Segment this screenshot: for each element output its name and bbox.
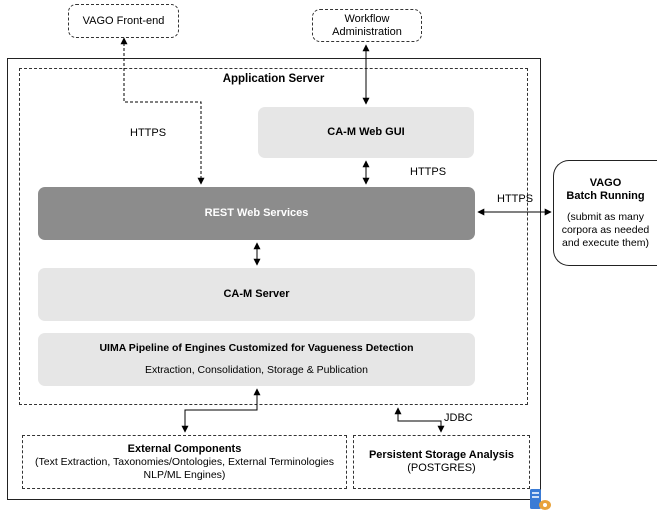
outer-frame bbox=[7, 58, 541, 500]
https-batch-label: HTTPS bbox=[497, 193, 534, 205]
cam-web-gui-box[interactable]: CA-M Web GUI bbox=[258, 107, 474, 158]
vago-frontend-label: VAGO Front-end bbox=[82, 14, 165, 27]
cam-server-label: CA-M Server bbox=[223, 288, 290, 300]
persistent-storage-subtitle: (POSTGRES) bbox=[407, 462, 476, 474]
vago-batch-subtitle: (submit as many corpora as needed and ex… bbox=[561, 210, 650, 249]
application-server-region bbox=[19, 68, 528, 405]
vago-batch-title: VAGO Batch Running bbox=[566, 176, 645, 202]
https-gui-label: HTTPS bbox=[410, 166, 447, 178]
frontend-rest-connector bbox=[120, 37, 205, 185]
external-components-title: External Components bbox=[127, 442, 242, 455]
vago-batch-box[interactable]: VAGO Batch Running (submit as many corpo… bbox=[553, 160, 657, 266]
cam-server-box[interactable]: CA-M Server bbox=[38, 268, 475, 321]
vago-frontend-box[interactable]: VAGO Front-end bbox=[68, 4, 179, 38]
workflow-admin-label: Workflow Administration bbox=[332, 12, 402, 38]
rest-web-services-label: REST Web Services bbox=[204, 207, 309, 219]
persistent-storage-title: Persistent Storage Analysis bbox=[368, 449, 515, 461]
uima-external-connector bbox=[181, 388, 261, 433]
jdbc-label: JDBC bbox=[444, 412, 473, 424]
appserver-storage-connector bbox=[394, 407, 445, 433]
database-server-icon bbox=[530, 489, 551, 510]
rest-web-services-box[interactable]: REST Web Services bbox=[38, 187, 475, 240]
cam-web-gui-label: CA-M Web GUI bbox=[327, 126, 405, 138]
uima-pipeline-box[interactable]: UIMA Pipeline of Engines Customized for … bbox=[38, 333, 475, 386]
workflow-admin-box[interactable]: Workflow Administration bbox=[312, 9, 422, 42]
external-components-subtitle: (Text Extraction, Taxonomies/Ontologies,… bbox=[34, 455, 334, 481]
uima-pipeline-title: UIMA Pipeline of Engines Customized for … bbox=[99, 342, 414, 354]
external-components-box[interactable]: External Components (Text Extraction, Ta… bbox=[22, 435, 347, 489]
application-server-label: Application Server bbox=[222, 73, 325, 85]
uima-pipeline-subtitle: Extraction, Consolidation, Storage & Pub… bbox=[145, 364, 368, 376]
persistent-storage-box[interactable]: Persistent Storage Analysis (POSTGRES) bbox=[353, 435, 530, 489]
